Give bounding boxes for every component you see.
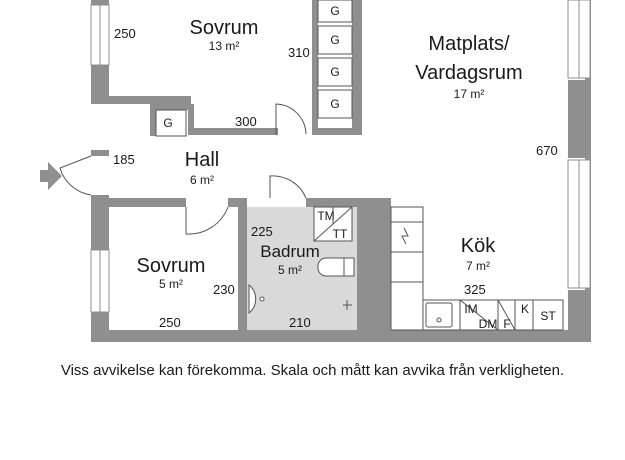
wall-sovrum-top-bottom [91, 96, 191, 104]
wall-wardrobe-right [352, 0, 362, 135]
fixture-tm: TM [317, 209, 334, 223]
floor-drain-icon [343, 300, 352, 310]
wardrobe-1 [317, 0, 353, 23]
room-name-badrum: Badrum [260, 242, 320, 261]
floor-plan: Sovrum 13 m² Matplats/ Vardagsrum 17 m² … [40, 0, 591, 342]
wall-wardrobe-left [312, 0, 318, 130]
toilet-tank [343, 257, 355, 277]
dim-sovrum-top-right: 310 [288, 45, 310, 60]
room-area-matplats: 17 m² [454, 87, 485, 101]
door-sovrum-top [275, 103, 307, 135]
wardrobe-label-hall: G [163, 116, 172, 130]
wardrobe-column [155, 0, 353, 137]
room-name-matplats-line2: Vardagsrum [415, 62, 522, 84]
disclaimer-text: Viss avvikelse kan förekomma. Skala och … [60, 362, 565, 379]
doors [59, 103, 307, 235]
dim-sovrum-bottom-right: 230 [213, 282, 235, 297]
wardrobe-2 [317, 25, 353, 55]
wardrobe-3 [317, 57, 353, 87]
entrance-arrow-icon [40, 162, 62, 190]
fixture-k: K [521, 302, 529, 316]
fixture-f: F [503, 317, 510, 331]
wardrobe-label-1: G [330, 4, 339, 18]
fixture-st: ST [540, 309, 556, 323]
dim-sovrum-bottom-bottom: 250 [159, 315, 181, 330]
room-name-hall: Hall [185, 149, 219, 171]
dim-hall-left: 185 [113, 152, 135, 167]
dim-badrum-bottom: 210 [289, 315, 311, 330]
wardrobe-hall [155, 109, 187, 137]
room-area-hall: 6 m² [190, 173, 214, 187]
dim-sovrum-top-left: 250 [114, 26, 136, 41]
electrical-icon [401, 227, 409, 245]
wall-g-top [150, 104, 190, 110]
room-area-sovrum-top: 13 m² [209, 39, 240, 53]
wall-hall-left-top [91, 150, 109, 156]
dim-badrum-top: 225 [251, 224, 273, 239]
wall-right-pillar-bottom [568, 290, 590, 338]
wall-badrum-kok [357, 198, 391, 338]
window-mullions [99, 0, 580, 312]
fixture-dm: DM [479, 317, 498, 331]
room-name-kok: Kök [461, 235, 496, 257]
wardrobe-label-3: G [330, 65, 339, 79]
wardrobe-label-4: G [330, 97, 339, 111]
wall-hall-bottom-mid [228, 198, 240, 207]
wardrobe-4 [317, 89, 353, 119]
wall-bottom [91, 330, 591, 342]
room-area-badrum: 5 m² [278, 263, 302, 277]
wall-sovrum-badrum [238, 198, 247, 338]
fixture-im: IM [464, 302, 477, 316]
wall-g-left [150, 104, 156, 136]
wall-hall-top [188, 128, 278, 135]
room-name-sovrum-top: Sovrum [190, 17, 259, 39]
room-area-sovrum-bottom: 5 m² [159, 277, 183, 291]
room-name-sovrum-bottom: Sovrum [137, 255, 206, 277]
door-badrum [269, 175, 307, 199]
washbasin-drain [259, 296, 265, 302]
room-name-matplats-line1: Matplats/ [428, 33, 510, 55]
counter-left [390, 206, 424, 331]
wall-right-pillar-top [568, 80, 590, 158]
room-area-kok: 7 m² [466, 259, 490, 273]
wall-hall-bottom-left [91, 198, 186, 207]
walls [91, 0, 591, 342]
wall-wardrobe-bottom [312, 128, 362, 135]
door-entrance [59, 155, 92, 196]
dim-sovrum-top-bottom: 300 [235, 114, 257, 129]
dim-kok-width: 325 [464, 282, 486, 297]
wall-hall-top-step [188, 104, 194, 134]
fixture-tt: TT [333, 227, 348, 241]
sink-drain [436, 317, 442, 323]
bathroom-fixtures [248, 206, 355, 315]
wall-hall-bottom-right [306, 198, 391, 207]
door-sovrum-bottom [185, 206, 229, 235]
dim-matplats-right: 670 [536, 143, 558, 158]
washbasin-icon [248, 283, 257, 315]
kitchen-counter [390, 206, 564, 331]
wardrobe-label-2: G [330, 33, 339, 47]
sink-icon [425, 302, 453, 328]
